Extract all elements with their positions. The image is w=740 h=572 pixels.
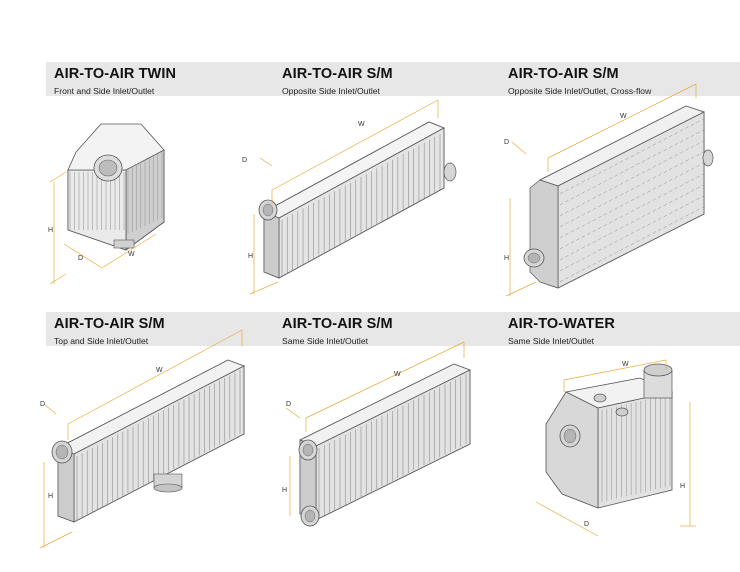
- header-band-top: [46, 62, 740, 96]
- dimension-lines: [249, 99, 439, 295]
- intercooler-twin-illustration: H D W: [48, 123, 165, 285]
- dimension-label-h: H: [680, 483, 685, 490]
- dimension-label-d: D: [504, 139, 509, 146]
- dimension-lines: [49, 171, 157, 285]
- outlet-pipe-right: [443, 162, 457, 182]
- panel-subtitle: Same Side Inlet/Outlet: [508, 336, 594, 346]
- dimension-lines: [505, 83, 697, 297]
- panel-subtitle: Top and Side Inlet/Outlet: [54, 336, 149, 346]
- panel-air-to-air-twin: AIR-TO-AIR TWIN Front and Side Inlet/Out…: [46, 62, 272, 312]
- end-tank-left: [263, 211, 280, 279]
- core-body: [263, 121, 445, 279]
- outlet-pipe-bottom: [153, 473, 183, 493]
- core-body: [538, 105, 706, 289]
- dimension-label-d: D: [40, 401, 45, 408]
- outlet-pipe-top-right: [702, 149, 714, 167]
- panel-title: AIR-TO-AIR S/M: [508, 66, 619, 82]
- panel-title: AIR-TO-AIR S/M: [54, 316, 165, 332]
- dimension-lines: [535, 359, 696, 537]
- dimension-lines: [39, 329, 243, 549]
- inlet-pipe-top-left: [298, 439, 318, 461]
- core-fins: [601, 394, 671, 502]
- water-ports-top: [593, 393, 629, 417]
- panel-title: AIR-TO-AIR S/M: [282, 316, 393, 332]
- dimension-label-d: D: [584, 521, 589, 528]
- core-body: [67, 123, 165, 251]
- intercooler-air-to-water-illustration: W H D: [535, 359, 696, 537]
- intercooler-top-side-illustration: W D H: [39, 329, 245, 549]
- panel-subtitle: Same Side Inlet/Outlet: [282, 336, 368, 346]
- outlet-pipe-bottom: [113, 239, 135, 249]
- inlet-pipe-left: [51, 440, 73, 464]
- inlet-pipe-front: [93, 154, 123, 182]
- outlet-pipe-bottom-left: [300, 505, 320, 527]
- dimension-label-h: H: [282, 487, 287, 494]
- dimension-label-h: H: [48, 227, 53, 234]
- core-fins: [76, 370, 241, 520]
- panel-subtitle: Opposite Side Inlet/Outlet, Cross-flow: [508, 86, 652, 96]
- panel-air-to-water: AIR-TO-WATER Same Side Inlet/Outlet: [500, 312, 726, 562]
- core-fins: [318, 374, 467, 518]
- inlet-pipe-left: [258, 199, 278, 221]
- intercooler-opposite-side-illustration: W D H: [242, 99, 457, 295]
- panel-subtitle: Front and Side Inlet/Outlet: [54, 86, 155, 96]
- panel-air-to-air-sm-opposite: AIR-TO-AIR S/M Opposite Side Inlet/Outle…: [242, 62, 500, 312]
- end-tank-left: [529, 179, 559, 289]
- dimension-label-w: W: [620, 113, 627, 120]
- dimension-label-w: W: [394, 371, 401, 378]
- panel-air-to-air-sm-top-side: AIR-TO-AIR S/M Top and Side Inlet/Outlet: [39, 312, 272, 562]
- panel-subtitle: Opposite Side Inlet/Outlet: [282, 86, 380, 96]
- header-band-bottom: [46, 312, 740, 346]
- dimension-label-h: H: [248, 253, 253, 260]
- panel-title: AIR-TO-AIR TWIN: [54, 66, 177, 82]
- intercooler-crossflow-illustration: W D H: [504, 83, 714, 297]
- dimension-label-d: D: [242, 157, 247, 164]
- dimension-label-h: H: [504, 255, 509, 262]
- panel-title: AIR-TO-WATER: [508, 316, 615, 332]
- inlet-pipe-bottom-left: [523, 248, 545, 268]
- dimension-label-w: W: [128, 251, 135, 258]
- inlet-pipe-top-right: [643, 363, 673, 399]
- dimension-label-w: W: [622, 361, 629, 368]
- dimension-label-d: D: [78, 255, 83, 262]
- panel-title: AIR-TO-AIR S/M: [282, 66, 393, 82]
- dimension-label-h: H: [48, 493, 53, 500]
- core-fins: [281, 134, 441, 276]
- intercooler-same-side-illustration: W D H: [282, 341, 472, 527]
- dimension-label-w: W: [156, 367, 163, 374]
- core-fins: [69, 152, 163, 234]
- core-body: [57, 359, 245, 523]
- outlet-pipe-left: [559, 424, 581, 448]
- core-fin-grid: [559, 117, 706, 283]
- panel-air-to-air-sm-crossflow: AIR-TO-AIR S/M Opposite Side Inlet/Outle…: [500, 62, 726, 312]
- panel-air-to-air-sm-same-side: AIR-TO-AIR S/M Same Side Inlet/Outlet W …: [274, 312, 500, 562]
- dimension-label-w: W: [358, 121, 365, 128]
- dimension-lines: [285, 341, 465, 516]
- dimension-label-d: D: [286, 401, 291, 408]
- core-body: [298, 363, 472, 521]
